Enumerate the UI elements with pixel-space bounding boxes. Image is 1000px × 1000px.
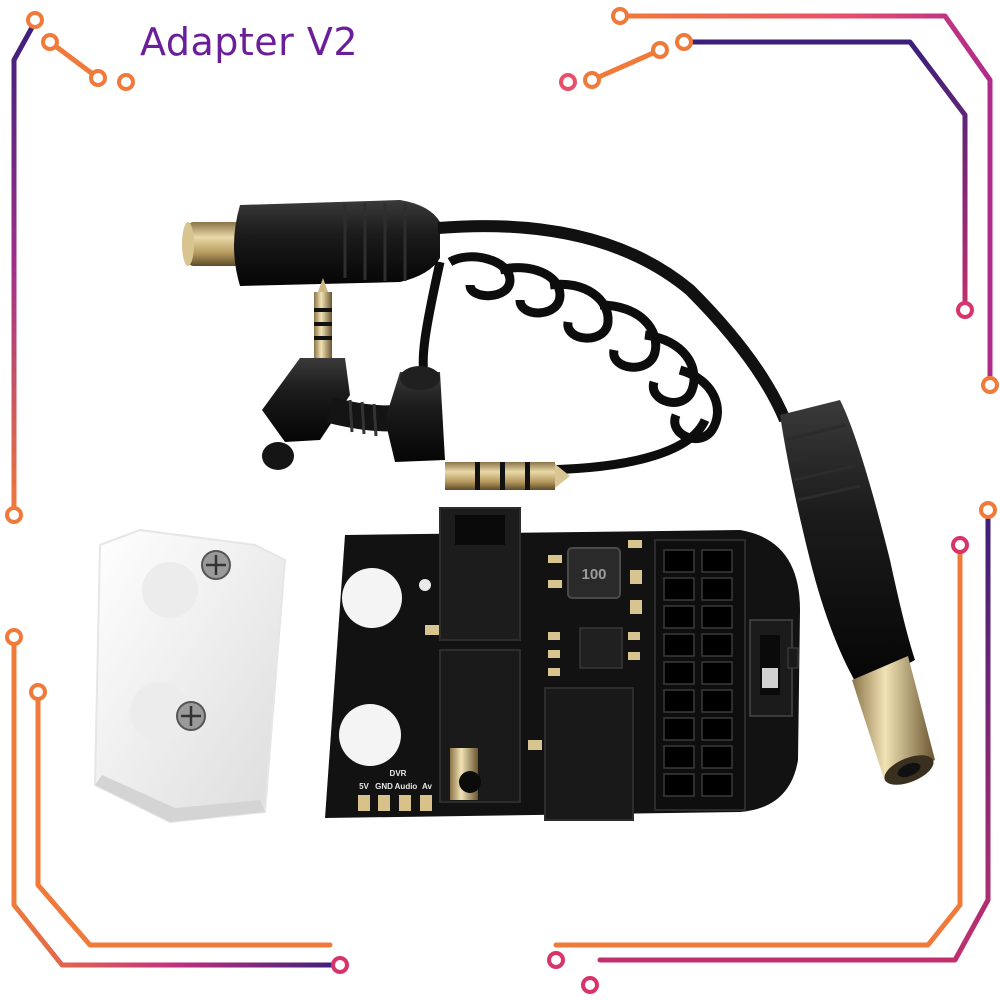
dvr-label: DVR (390, 769, 407, 778)
audio-jack-cable (262, 278, 570, 490)
adapter-pcb: 100 (325, 507, 800, 821)
pin-header (654, 539, 746, 811)
pin-label-audio: Audio (395, 782, 418, 791)
inductor: 100 (567, 547, 621, 599)
pin-labels: DVR 5V GND Audio Av (359, 769, 432, 791)
product-title: Adapter V2 (140, 20, 359, 64)
pin-label-gnd: GND (375, 782, 393, 791)
white-mount-block (93, 528, 287, 824)
screw-bottom (176, 701, 206, 731)
pin-label-5v: 5V (359, 782, 369, 791)
dc-plug-left (182, 200, 791, 423)
inductor-marking: 100 (581, 566, 606, 583)
pin-label-av: Av (422, 782, 432, 791)
dc-plug-right (780, 400, 935, 785)
slide-switch (749, 619, 799, 717)
coiled-cable (418, 252, 722, 475)
screw-top (201, 550, 231, 580)
